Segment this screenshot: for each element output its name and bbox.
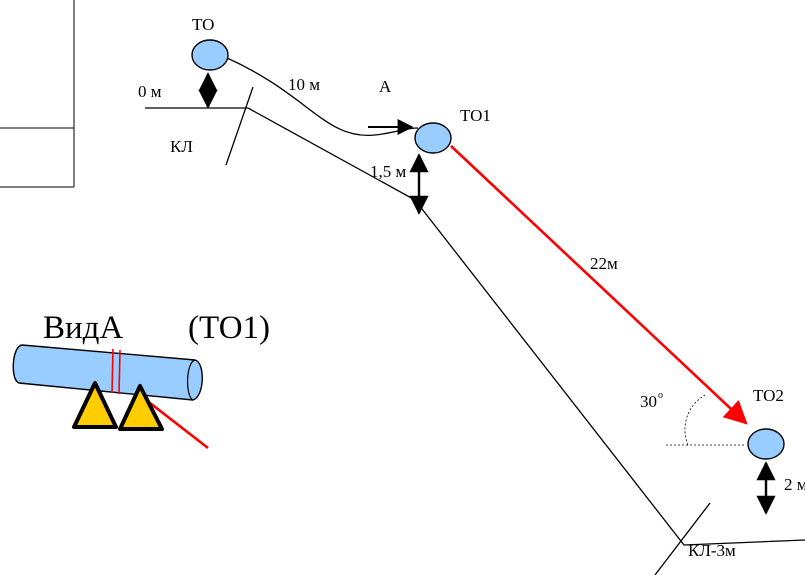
inset-pipe: [12, 344, 203, 401]
label-height-2: 2 м: [784, 475, 805, 494]
label-view-target: (ТО1): [188, 310, 270, 346]
label-length-10: 10 м: [288, 75, 320, 94]
label-height-zero: 0 м: [138, 82, 162, 101]
label-height-15: 1,5 м: [370, 162, 407, 181]
kl3m-section-mark: [654, 502, 711, 575]
corner-frame: [0, 0, 75, 188]
label-to1: ТО1: [460, 106, 491, 125]
label-angle-unit: о: [658, 390, 663, 401]
inset-support-left: [72, 381, 118, 429]
label-to2: ТО2: [753, 386, 784, 405]
label-to: ТО: [192, 15, 214, 34]
label-view-title: ВидА: [43, 310, 123, 346]
view-a-inset: [12, 344, 209, 450]
node-to2: [747, 428, 785, 460]
label-angle-value: 30: [640, 392, 657, 411]
inset-support-right: [118, 384, 164, 431]
red-cable-to1-to2: [450, 145, 748, 425]
node-to: [191, 39, 229, 71]
label-arrow-a: А: [379, 77, 392, 96]
label-kl-3m: КЛ-3м: [688, 541, 736, 560]
node-to1: [414, 122, 452, 154]
label-kl: КЛ: [170, 137, 193, 156]
angle-arc: [684, 394, 706, 446]
label-length-22: 22м: [590, 254, 618, 273]
cable-to-to1: [224, 56, 419, 136]
kl-section-mark: [225, 86, 254, 166]
